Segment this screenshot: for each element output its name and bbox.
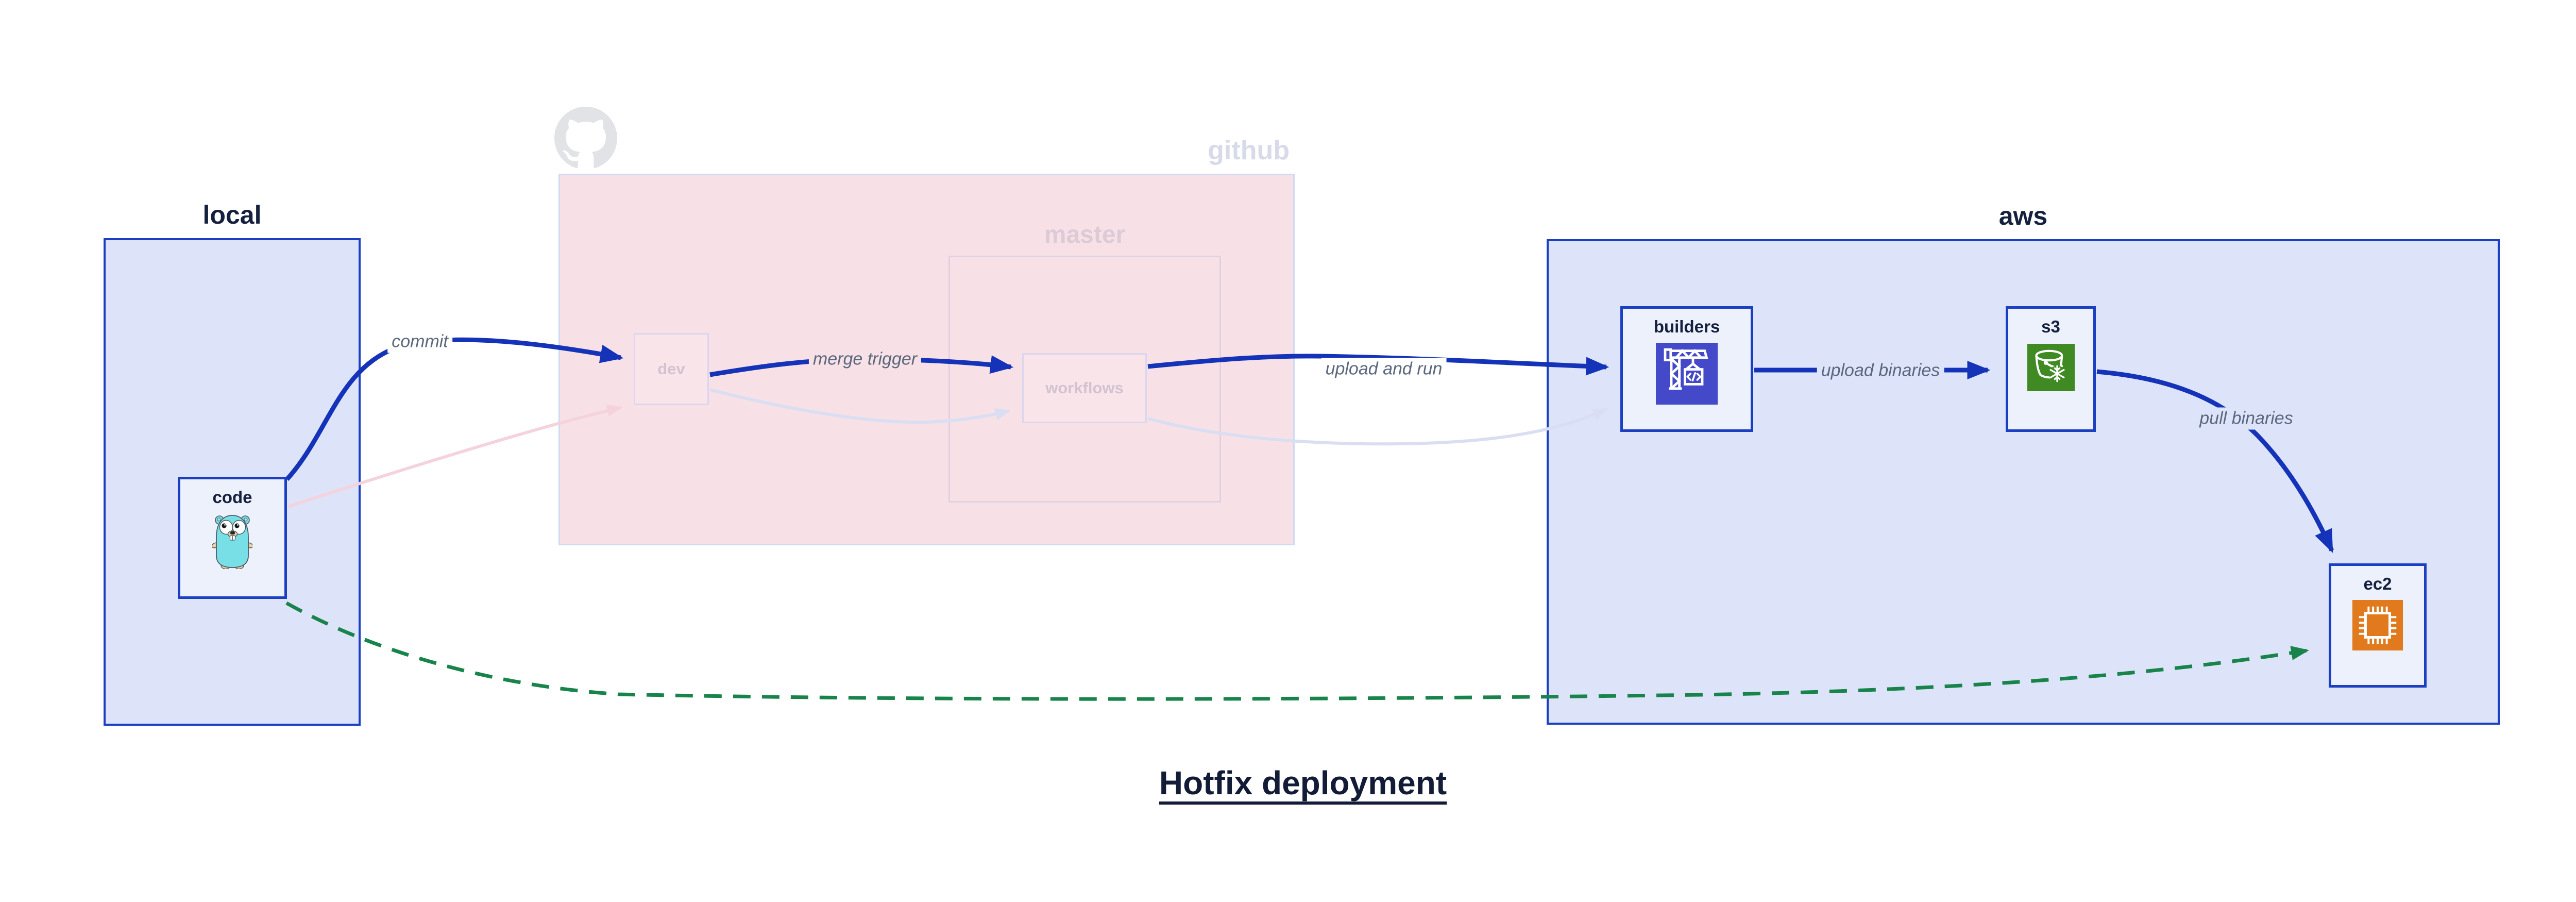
node-ec2: ec2 [2329,563,2427,688]
cluster-label-aws: aws [1998,202,2048,230]
node-code: code [178,477,287,599]
edge-label-commit: commit [387,330,452,353]
node-dev: dev [634,333,709,405]
diagram-title: Hotfix deployment [1159,764,1447,801]
edge-label-pull-binaries: pull binaries [2195,407,2297,430]
codebuild-crane-icon [1656,343,1718,405]
cluster-master [948,256,1221,503]
node-builders: builders [1620,306,1753,432]
node-builders-label: builders [1653,317,1720,336]
ec2-chip-icon [2352,600,2403,650]
node-s3: s3 [2006,306,2096,432]
node-ec2-label: ec2 [2363,574,2392,593]
node-s3-label: s3 [2041,317,2060,336]
octocat-icon [554,107,617,168]
edge-label-upload-and-run: upload and run [1321,358,1447,380]
node-code-label: code [212,488,252,507]
s3-bucket-icon [2027,344,2075,391]
cluster-label-local: local [202,201,262,229]
edge-label-upload-binaries: upload binaries [1817,359,1944,382]
node-dev-label: dev [657,360,685,378]
gopher-icon [212,515,252,569]
cluster-label-github: github [1208,136,1290,165]
node-workflows: workflows [1022,353,1147,423]
node-workflows-label: workflows [1045,379,1124,397]
edge-label-merge-trigger: merge trigger [808,348,922,371]
cluster-label-master: master [1044,221,1126,248]
